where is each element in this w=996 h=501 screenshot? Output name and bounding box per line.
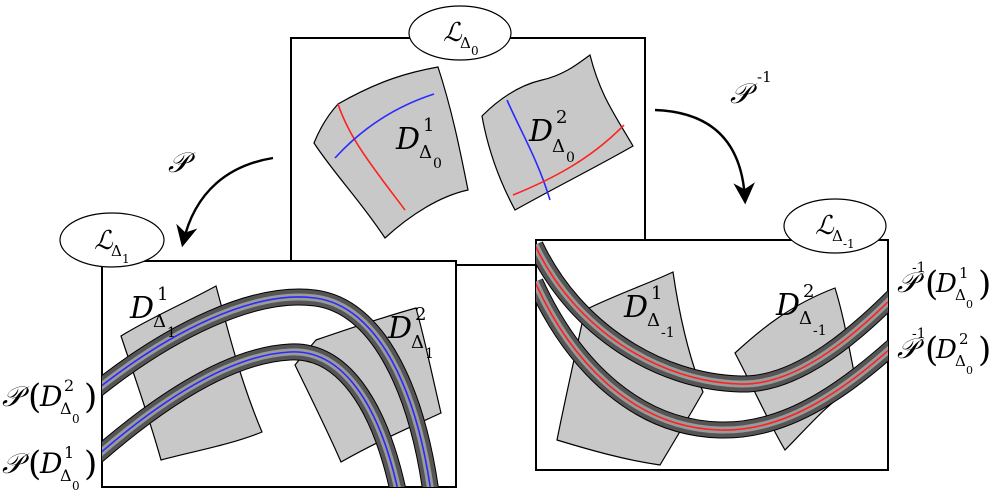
left-patch-1-label: D [129, 291, 154, 326]
left-leaf-symbol: ℒ [94, 226, 114, 256]
right-strip-top-sup: 1 [959, 264, 969, 282]
left-strip-top-map: 𝒫 [2, 380, 30, 413]
center-patch-2-sup: 2 [556, 107, 567, 128]
right-patch-1-sub: Δ [647, 310, 660, 331]
svg-text:(: ( [925, 330, 938, 370]
left-patch-1-subsub: 1 [167, 325, 176, 341]
svg-text:(: ( [28, 444, 41, 484]
left-panel: D 1 Δ 1 D 2 Δ 1 ℒ Δ 1 𝒫 ( D 2 Δ 0 ) 𝒫 ( … [2, 212, 457, 493]
left-strip-bottom-sup: 1 [64, 443, 74, 462]
svg-text:(: ( [28, 377, 41, 417]
right-patch-2-subsub: -1 [813, 323, 827, 339]
right-strip-top-exp: -1 [912, 260, 926, 276]
center-leaf-sub: Δ [460, 34, 471, 52]
center-patch-1-red-curve [337, 103, 406, 211]
right-strip-bottom [536, 278, 888, 439]
right-leaf-sub: Δ [832, 227, 843, 245]
svg-text:): ) [978, 330, 991, 370]
left-strip-top-sub: Δ [60, 399, 72, 418]
left-leaf-sub: Δ [111, 242, 122, 260]
right-patch-2-sub: Δ [799, 308, 812, 329]
right-strip-bottom-main: D [935, 335, 957, 365]
right-strip-bottom-subsub: 0 [966, 364, 973, 377]
forward-map-arrow: 𝒫 [168, 146, 274, 248]
right-strip-top-label: 𝒫 -1 ( D 1 Δ 0 ) [897, 260, 991, 311]
right-patch-1-sup: 1 [651, 283, 662, 304]
left-strip-bottom-map: 𝒫 [2, 447, 30, 480]
left-patch-2-sup: 2 [415, 304, 426, 325]
right-panel: D 1 Δ -1 D 2 Δ -1 ℒ Δ -1 𝒫 -1 ( D 1 Δ 0 … [535, 198, 991, 471]
right-leaf-label: ℒ Δ -1 [783, 198, 887, 254]
left-strip-top-main: D [39, 380, 62, 413]
center-patch-2-sub: Δ [552, 136, 565, 157]
inverse-map-exp: -1 [757, 68, 772, 86]
left-patch-1-sup: 1 [157, 284, 168, 305]
svg-text:): ) [978, 264, 991, 304]
right-strip-top-sub: Δ [955, 286, 966, 304]
center-patch-1 [313, 66, 469, 239]
left-strip-top [102, 288, 439, 487]
center-leaf-symbol: ℒ [443, 18, 463, 48]
svg-text:(: ( [925, 264, 938, 304]
left-patch-2-label: D [387, 311, 412, 346]
center-patch-2-label: D [528, 114, 553, 149]
right-patch-2-sup: 2 [803, 281, 814, 302]
right-leaf-symbol: ℒ [815, 211, 835, 241]
right-strip-bottom-sub: Δ [955, 352, 966, 370]
center-patch-1-label: D [395, 122, 420, 157]
svg-text:): ) [84, 377, 97, 417]
left-strip-bottom [102, 343, 406, 487]
right-strip-top [536, 241, 888, 393]
right-patch-1-label: D [623, 290, 648, 325]
right-patch-1-subsub: -1 [661, 325, 675, 341]
center-patch-2-blue-curve [506, 99, 551, 201]
right-strip-top-main: D [935, 269, 957, 299]
center-patch-1-subsub: 0 [433, 156, 442, 172]
right-strip-bottom-label: 𝒫 -1 ( D 2 Δ 0 ) [897, 326, 991, 377]
center-patch-2-subsub: 0 [566, 150, 575, 166]
left-strip-top-label: 𝒫 ( D 2 Δ 0 ) [2, 376, 97, 426]
center-patch-1-sub: Δ [419, 142, 432, 163]
left-patch-2-subsub: 1 [425, 346, 434, 362]
left-patch-1-sub: Δ [153, 311, 166, 332]
right-leaf-subsub: -1 [843, 237, 855, 251]
right-patch-2-label: D [775, 288, 800, 323]
left-strip-bottom-label: 𝒫 ( D 1 Δ 0 ) [2, 443, 97, 493]
center-patch-1-blue-curve [334, 93, 435, 159]
left-strip-bottom-subsub: 0 [72, 479, 80, 493]
inverse-map-arrow: 𝒫 -1 [654, 68, 772, 205]
left-leaf-subsub: 1 [122, 252, 130, 266]
right-strip-bottom-exp: -1 [912, 326, 926, 342]
left-leaf-label: ℒ Δ 1 [59, 212, 165, 268]
left-strip-bottom-sub: Δ [60, 466, 72, 485]
svg-text:): ) [84, 444, 97, 484]
center-patch-2 [481, 54, 634, 211]
left-strip-top-sup: 2 [64, 376, 74, 395]
left-strip-top-subsub: 0 [72, 412, 80, 426]
inverse-map-label: 𝒫 [730, 77, 758, 110]
center-leaf-subsub: 0 [471, 44, 479, 58]
center-panel: D 1 Δ 0 D 2 Δ 0 ℒ Δ 0 [290, 5, 646, 266]
right-strip-top-subsub: 0 [966, 298, 973, 311]
forward-map-label: 𝒫 [168, 146, 196, 179]
center-leaf-label: ℒ Δ 0 [408, 5, 512, 61]
left-strip-bottom-main: D [39, 447, 62, 480]
center-patch-2-red-curve [512, 124, 625, 196]
right-strip-bottom-sup: 2 [959, 330, 969, 348]
left-patch-2-sub: Δ [411, 332, 424, 353]
center-patch-1-sup: 1 [423, 115, 434, 136]
